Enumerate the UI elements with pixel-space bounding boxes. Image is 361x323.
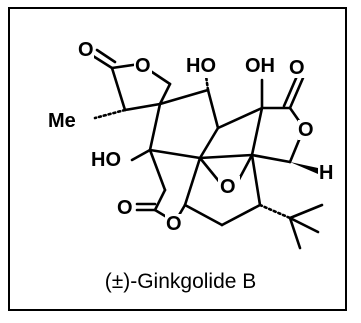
atom-ho-top-center: HO [186, 55, 216, 77]
atom-o-ring-right: O [298, 119, 314, 141]
atom-o-carbonyl-top-left: O [78, 39, 94, 61]
atom-me-left: Me [48, 110, 76, 132]
atom-o-carbonyl-bottom-left: O [117, 197, 133, 219]
atom-oh-top-right: OH [245, 55, 275, 77]
atom-o-ring-top-left: O [135, 55, 151, 77]
atom-ho-left: HO [91, 149, 121, 171]
atom-h-right: H [319, 162, 333, 184]
molecule-caption: (±)-Ginkgolide B [104, 270, 257, 293]
atom-o-carbonyl-top-right: O [289, 57, 305, 79]
atom-o-ring-bottom: O [166, 213, 182, 235]
atom-labels: O O HO OH O O H Me HO O O O [48, 39, 334, 235]
atom-o-bridge-center: O [220, 176, 236, 198]
